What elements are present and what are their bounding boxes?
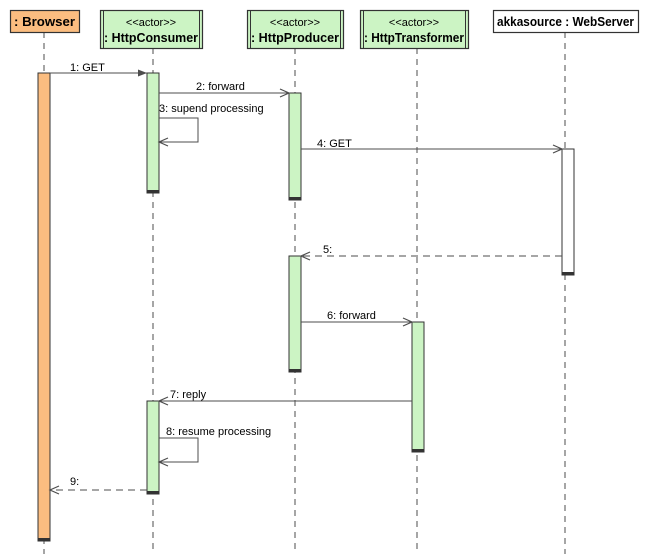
- activation-bar-webserver-6: [561, 148, 575, 276]
- participant-box-producer: <<actor>>: HttpProducer: [246, 9, 345, 50]
- message-label: 5:: [323, 244, 332, 256]
- arrowhead-open-icon: [157, 396, 169, 406]
- activation-rect: [288, 92, 302, 201]
- participant-box-browser: : Browser: [9, 9, 81, 34]
- participant-box-webserver: akkasource : WebServer: [492, 9, 640, 34]
- activation-bar-consumer-2: [146, 400, 160, 495]
- message-label: 9:: [70, 476, 79, 488]
- participant-name: : HttpConsumer: [104, 30, 198, 45]
- activation-rect: [146, 72, 160, 194]
- message-4: 4: GET: [301, 138, 564, 154]
- activation-rect: [411, 321, 425, 453]
- participant-name: : HttpProducer: [251, 30, 339, 45]
- activation-rect: [146, 400, 160, 495]
- activation-bar-producer-3: [288, 92, 302, 201]
- participant-rect: [492, 9, 640, 34]
- activation-bar-transformer-5: [411, 321, 425, 453]
- participant-name: : Browser: [14, 14, 75, 29]
- arrowhead-open-icon: [552, 144, 564, 154]
- message-5: 5:: [299, 244, 562, 261]
- message-label: 4: GET: [317, 138, 352, 150]
- participant-box-consumer: <<actor>>: HttpConsumer: [99, 9, 204, 50]
- message-label: 3: supend processing: [159, 103, 264, 115]
- arrowhead-open-icon: [48, 485, 60, 495]
- message-8: 8: resume processing: [157, 426, 271, 467]
- activation-rect: [37, 72, 51, 542]
- message-1: 1: GET: [50, 62, 147, 77]
- message-label: 2: forward: [196, 81, 245, 93]
- participant-rect: [9, 9, 81, 34]
- participant-name: : HttpTransformer: [364, 30, 464, 45]
- participant-stereotype: <<actor>>: [389, 17, 439, 29]
- message-6: 6: forward: [301, 310, 414, 327]
- message-label: 8: resume processing: [166, 426, 271, 438]
- participant-rect: [99, 9, 204, 50]
- activation-rect: [288, 255, 302, 373]
- message-9: 9:: [48, 476, 147, 495]
- participant-stereotype: <<actor>>: [126, 17, 176, 29]
- message-3: 3: supend processing: [157, 103, 264, 147]
- message-self-loop: [159, 117, 199, 143]
- arrowhead-open-icon: [157, 137, 169, 147]
- message-self-loop: [159, 437, 199, 463]
- participant-name: akkasource : WebServer: [497, 14, 634, 29]
- arrowhead-filled-icon: [138, 69, 147, 77]
- arrowhead-open-icon: [279, 88, 291, 98]
- participant-stereotype: <<actor>>: [270, 17, 320, 29]
- arrowhead-open-icon: [402, 317, 414, 327]
- participant-rect: [246, 9, 345, 50]
- message-2: 2: forward: [159, 81, 291, 98]
- message-7: 7: reply: [157, 389, 412, 406]
- activation-bar-browser-0: [37, 72, 51, 542]
- activation-bar-producer-4: [288, 255, 302, 373]
- participant-box-transformer: <<actor>>: HttpTransformer: [359, 9, 470, 50]
- message-label: 1: GET: [70, 62, 105, 74]
- arrowhead-open-icon: [299, 251, 311, 261]
- activation-rect: [561, 148, 575, 276]
- message-label: 7: reply: [170, 389, 207, 401]
- arrowhead-open-icon: [157, 457, 169, 467]
- activation-bar-consumer-1: [146, 72, 160, 194]
- message-label: 6: forward: [327, 310, 376, 322]
- participant-rect: [359, 9, 470, 50]
